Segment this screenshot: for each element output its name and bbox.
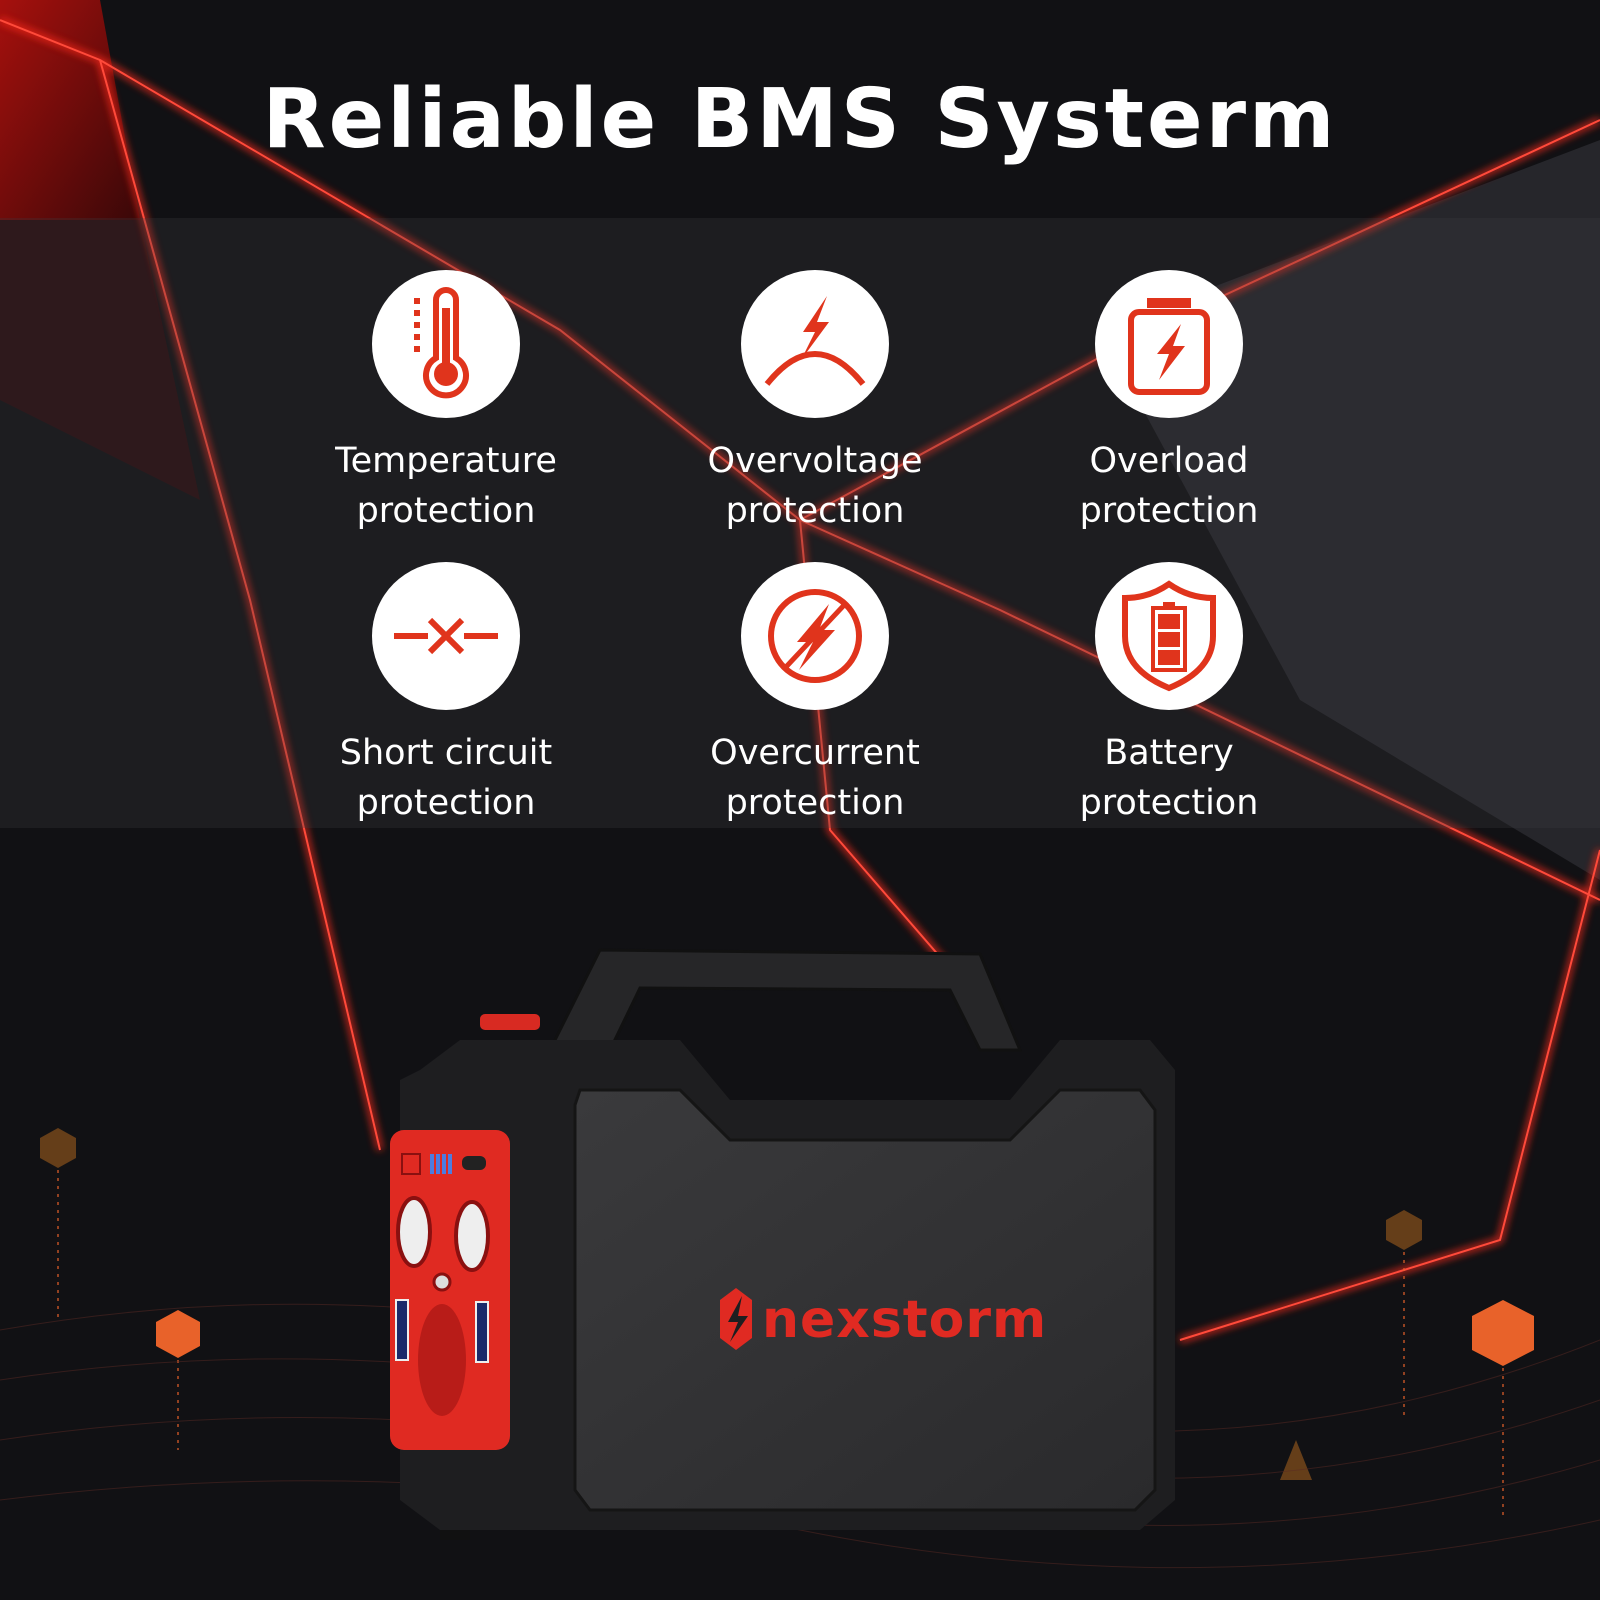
svg-text:nexstorm: nexstorm [762, 1290, 1047, 1350]
no-bolt-icon [768, 589, 862, 683]
nexstorm-logo: nexstorm [720, 1288, 1047, 1350]
battery-bolt-icon [1128, 298, 1210, 395]
overvoltage-bolt-arc-icon [764, 296, 866, 386]
short-circuit-icon [394, 617, 498, 655]
power-button [480, 1014, 540, 1030]
thermometer-icon [414, 287, 469, 399]
shield-battery-icon [1122, 580, 1216, 692]
page-title: Reliable BMS Systerm [262, 72, 1338, 167]
power-station-product: nexstorm [390, 948, 1175, 1540]
